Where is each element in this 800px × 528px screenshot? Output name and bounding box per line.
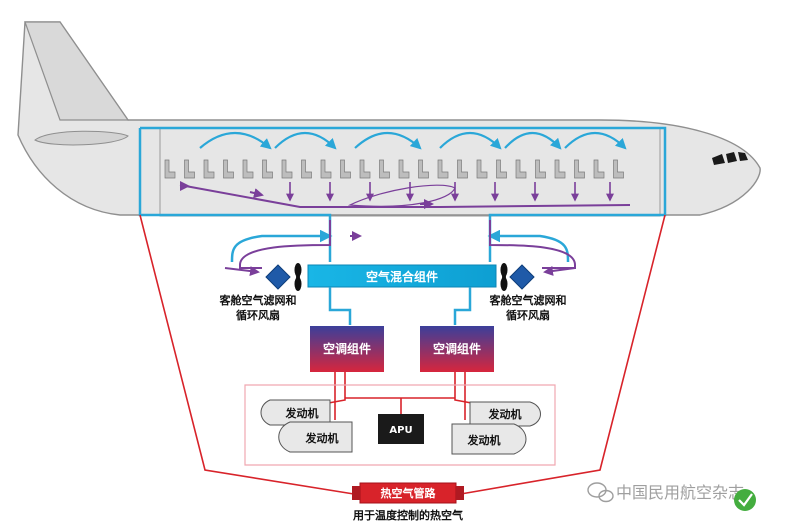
mixer-unit-label: 空气混合组件 xyxy=(366,269,438,284)
fuselage xyxy=(17,21,761,216)
overhead-arc-arrow xyxy=(439,132,502,150)
right-engine-bottom-label: 发动机 xyxy=(467,433,501,447)
left-filter-fan xyxy=(265,263,302,291)
seat xyxy=(184,159,195,179)
left-pack-box xyxy=(310,326,384,372)
left-engine-bottom-label: 发动机 xyxy=(305,431,339,445)
passenger-seats xyxy=(164,159,624,179)
apu-label: APU xyxy=(389,425,412,436)
right-engine-top-label: 发动机 xyxy=(488,407,522,421)
watermark: 中国民用航空杂志 xyxy=(587,482,756,511)
seat xyxy=(496,159,507,179)
right-filter-label-line2: 循环风扇 xyxy=(506,308,550,322)
bleed-air-boundary xyxy=(244,384,556,466)
seat xyxy=(437,159,449,179)
left-engine-top-label: 发动机 xyxy=(285,406,319,420)
seat xyxy=(398,159,410,179)
seat xyxy=(320,159,332,179)
seat xyxy=(574,159,585,179)
hot-air-lines xyxy=(139,214,666,496)
seat xyxy=(340,159,351,179)
hot-air-manifold-label: 热空气管路 xyxy=(381,486,437,500)
overhead-arc-arrow xyxy=(199,131,272,150)
left-pack-label: 空调组件 xyxy=(323,341,371,356)
mixer-unit-box xyxy=(307,264,497,288)
right-pack-label: 空调组件 xyxy=(433,341,481,356)
overhead-arc-arrow xyxy=(564,132,627,150)
seat xyxy=(379,159,390,179)
seat xyxy=(593,159,605,179)
seat xyxy=(613,159,624,179)
seat xyxy=(164,159,176,179)
seat xyxy=(476,159,488,179)
hot-air-caption: 用于温度控制的热空气 xyxy=(353,508,463,522)
cabin-exhaust-arrows xyxy=(286,182,614,202)
wechat-icon xyxy=(587,482,614,503)
right-fan-icon xyxy=(500,263,508,291)
seat xyxy=(418,159,429,179)
right-filter-icon xyxy=(509,264,535,290)
seat xyxy=(281,159,293,179)
seat xyxy=(223,159,234,179)
apu-box xyxy=(378,414,424,444)
wechat-circle-icon xyxy=(734,489,756,511)
right-filter-fan xyxy=(500,263,535,291)
seat xyxy=(242,159,254,179)
seat xyxy=(457,159,468,179)
left-engines: 发动机 发动机 xyxy=(260,399,353,453)
seat xyxy=(262,159,273,179)
left-filter-label-line2: 循环风扇 xyxy=(236,308,280,322)
overhead-airflow-arrows xyxy=(199,131,627,150)
right-engines: 发动机 发动机 xyxy=(451,401,541,455)
seat xyxy=(301,159,312,179)
mixer-to-pack-ducts xyxy=(328,287,472,325)
seat xyxy=(203,159,215,179)
seat xyxy=(515,159,527,179)
right-filter-label-line1: 客舱空气滤网和 xyxy=(489,293,567,307)
right-pack-box xyxy=(420,326,494,372)
overhead-arc-arrow xyxy=(504,132,562,150)
overhead-arc-arrow xyxy=(354,132,422,150)
left-filter-label-line1: 客舱空气滤网和 xyxy=(219,293,297,307)
cockpit-windows xyxy=(712,152,748,165)
left-fan-icon xyxy=(294,263,302,291)
left-filter-icon xyxy=(265,264,291,290)
recirculation-airflow xyxy=(179,181,631,277)
seat xyxy=(554,159,566,179)
overhead-arc-arrow xyxy=(274,132,337,150)
seat xyxy=(535,159,546,179)
watermark-text: 中国民用航空杂志 xyxy=(616,483,744,502)
seat xyxy=(359,159,371,179)
